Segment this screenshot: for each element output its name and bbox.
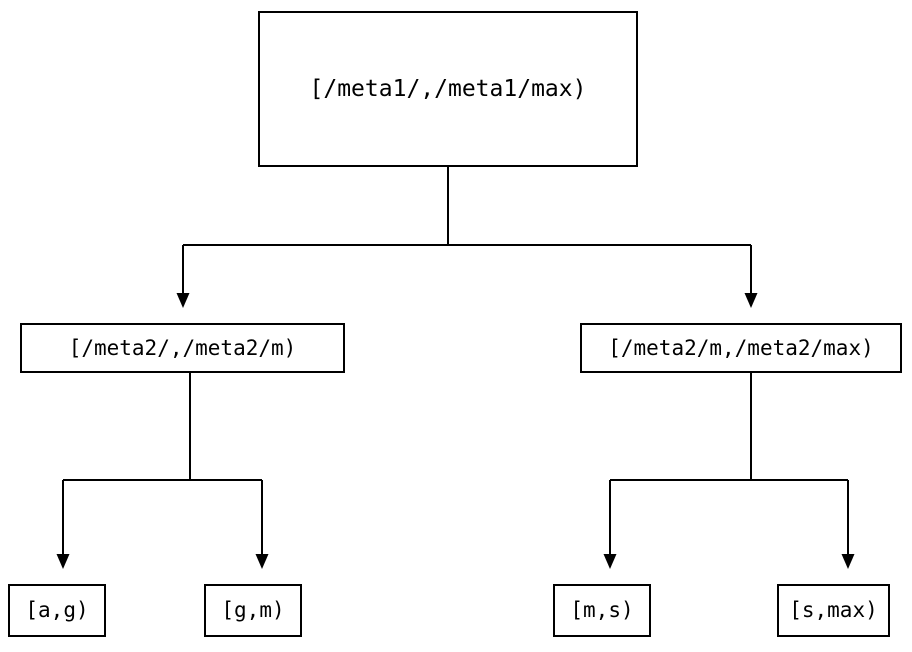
tree-node-root[interactable]: [/meta1/,/meta1/max) <box>258 11 638 167</box>
arrowhead-to-mid-left <box>176 293 190 308</box>
tree-node-leaf-smax[interactable]: [s,max) <box>777 584 890 637</box>
tree-node-leaf-ag[interactable]: [a,g) <box>8 584 106 637</box>
tree-node-leaf-gm[interactable]: [g,m) <box>204 584 302 637</box>
tree-node-leaf-ms-label: [m,s) <box>570 598 634 622</box>
tree-node-mid-right-label: [/meta2/m,/meta2/max) <box>608 335 874 360</box>
tree-node-leaf-ag-label: [a,g) <box>25 598 89 622</box>
arrowhead-to-leaf-gm <box>255 554 269 569</box>
tree-node-mid-left[interactable]: [/meta2/,/meta2/m) <box>20 323 345 373</box>
tree-node-leaf-ms[interactable]: [m,s) <box>553 584 651 637</box>
arrowhead-to-leaf-ms <box>603 554 617 569</box>
tree-node-leaf-gm-label: [g,m) <box>221 598 285 622</box>
arrowhead-to-mid-right <box>744 293 758 308</box>
tree-node-root-label: [/meta1/,/meta1/max) <box>309 75 587 102</box>
tree-node-mid-left-label: [/meta2/,/meta2/m) <box>68 335 297 360</box>
tree-node-mid-right[interactable]: [/meta2/m,/meta2/max) <box>580 323 902 373</box>
arrowhead-to-leaf-ag <box>56 554 70 569</box>
arrowhead-to-leaf-smax <box>841 554 855 569</box>
tree-node-leaf-smax-label: [s,max) <box>789 598 878 622</box>
